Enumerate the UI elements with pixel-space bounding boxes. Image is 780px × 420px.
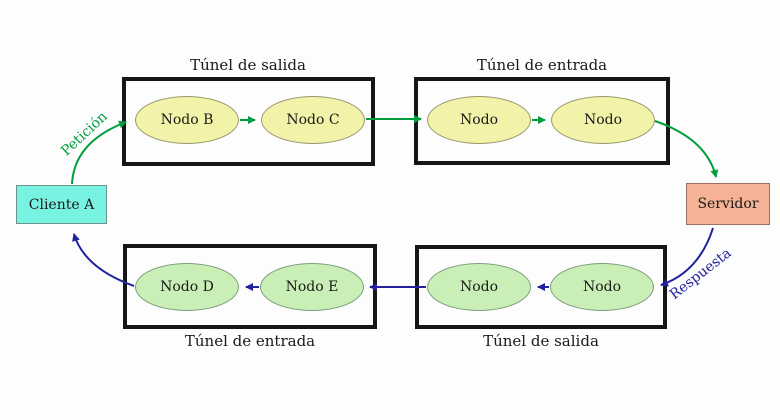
- node-b: Nodo B: [135, 96, 239, 144]
- tunnel-title-entry-bottom: Túnel de entrada: [184, 332, 316, 350]
- tunnel-title-entry-top: Túnel de entrada: [476, 56, 608, 74]
- node-d: Nodo D: [135, 263, 239, 311]
- server-box: Servidor: [686, 183, 770, 225]
- node-entry-top-2: Nodo: [551, 96, 655, 144]
- tunnel-title-exit-top: Túnel de salida: [190, 56, 306, 74]
- node-exit-bottom-1: Nodo: [427, 263, 531, 311]
- tunnel-title-exit-bottom: Túnel de salida: [483, 332, 599, 350]
- client-box: Cliente A: [16, 185, 107, 224]
- request-label: Petición: [58, 108, 111, 160]
- node-exit-bottom-2: Nodo: [550, 263, 654, 311]
- response-label: Respuesta: [666, 245, 735, 303]
- node-e: Nodo E: [260, 263, 364, 311]
- node-c: Nodo C: [261, 96, 365, 144]
- node-entry-top-1: Nodo: [427, 96, 531, 144]
